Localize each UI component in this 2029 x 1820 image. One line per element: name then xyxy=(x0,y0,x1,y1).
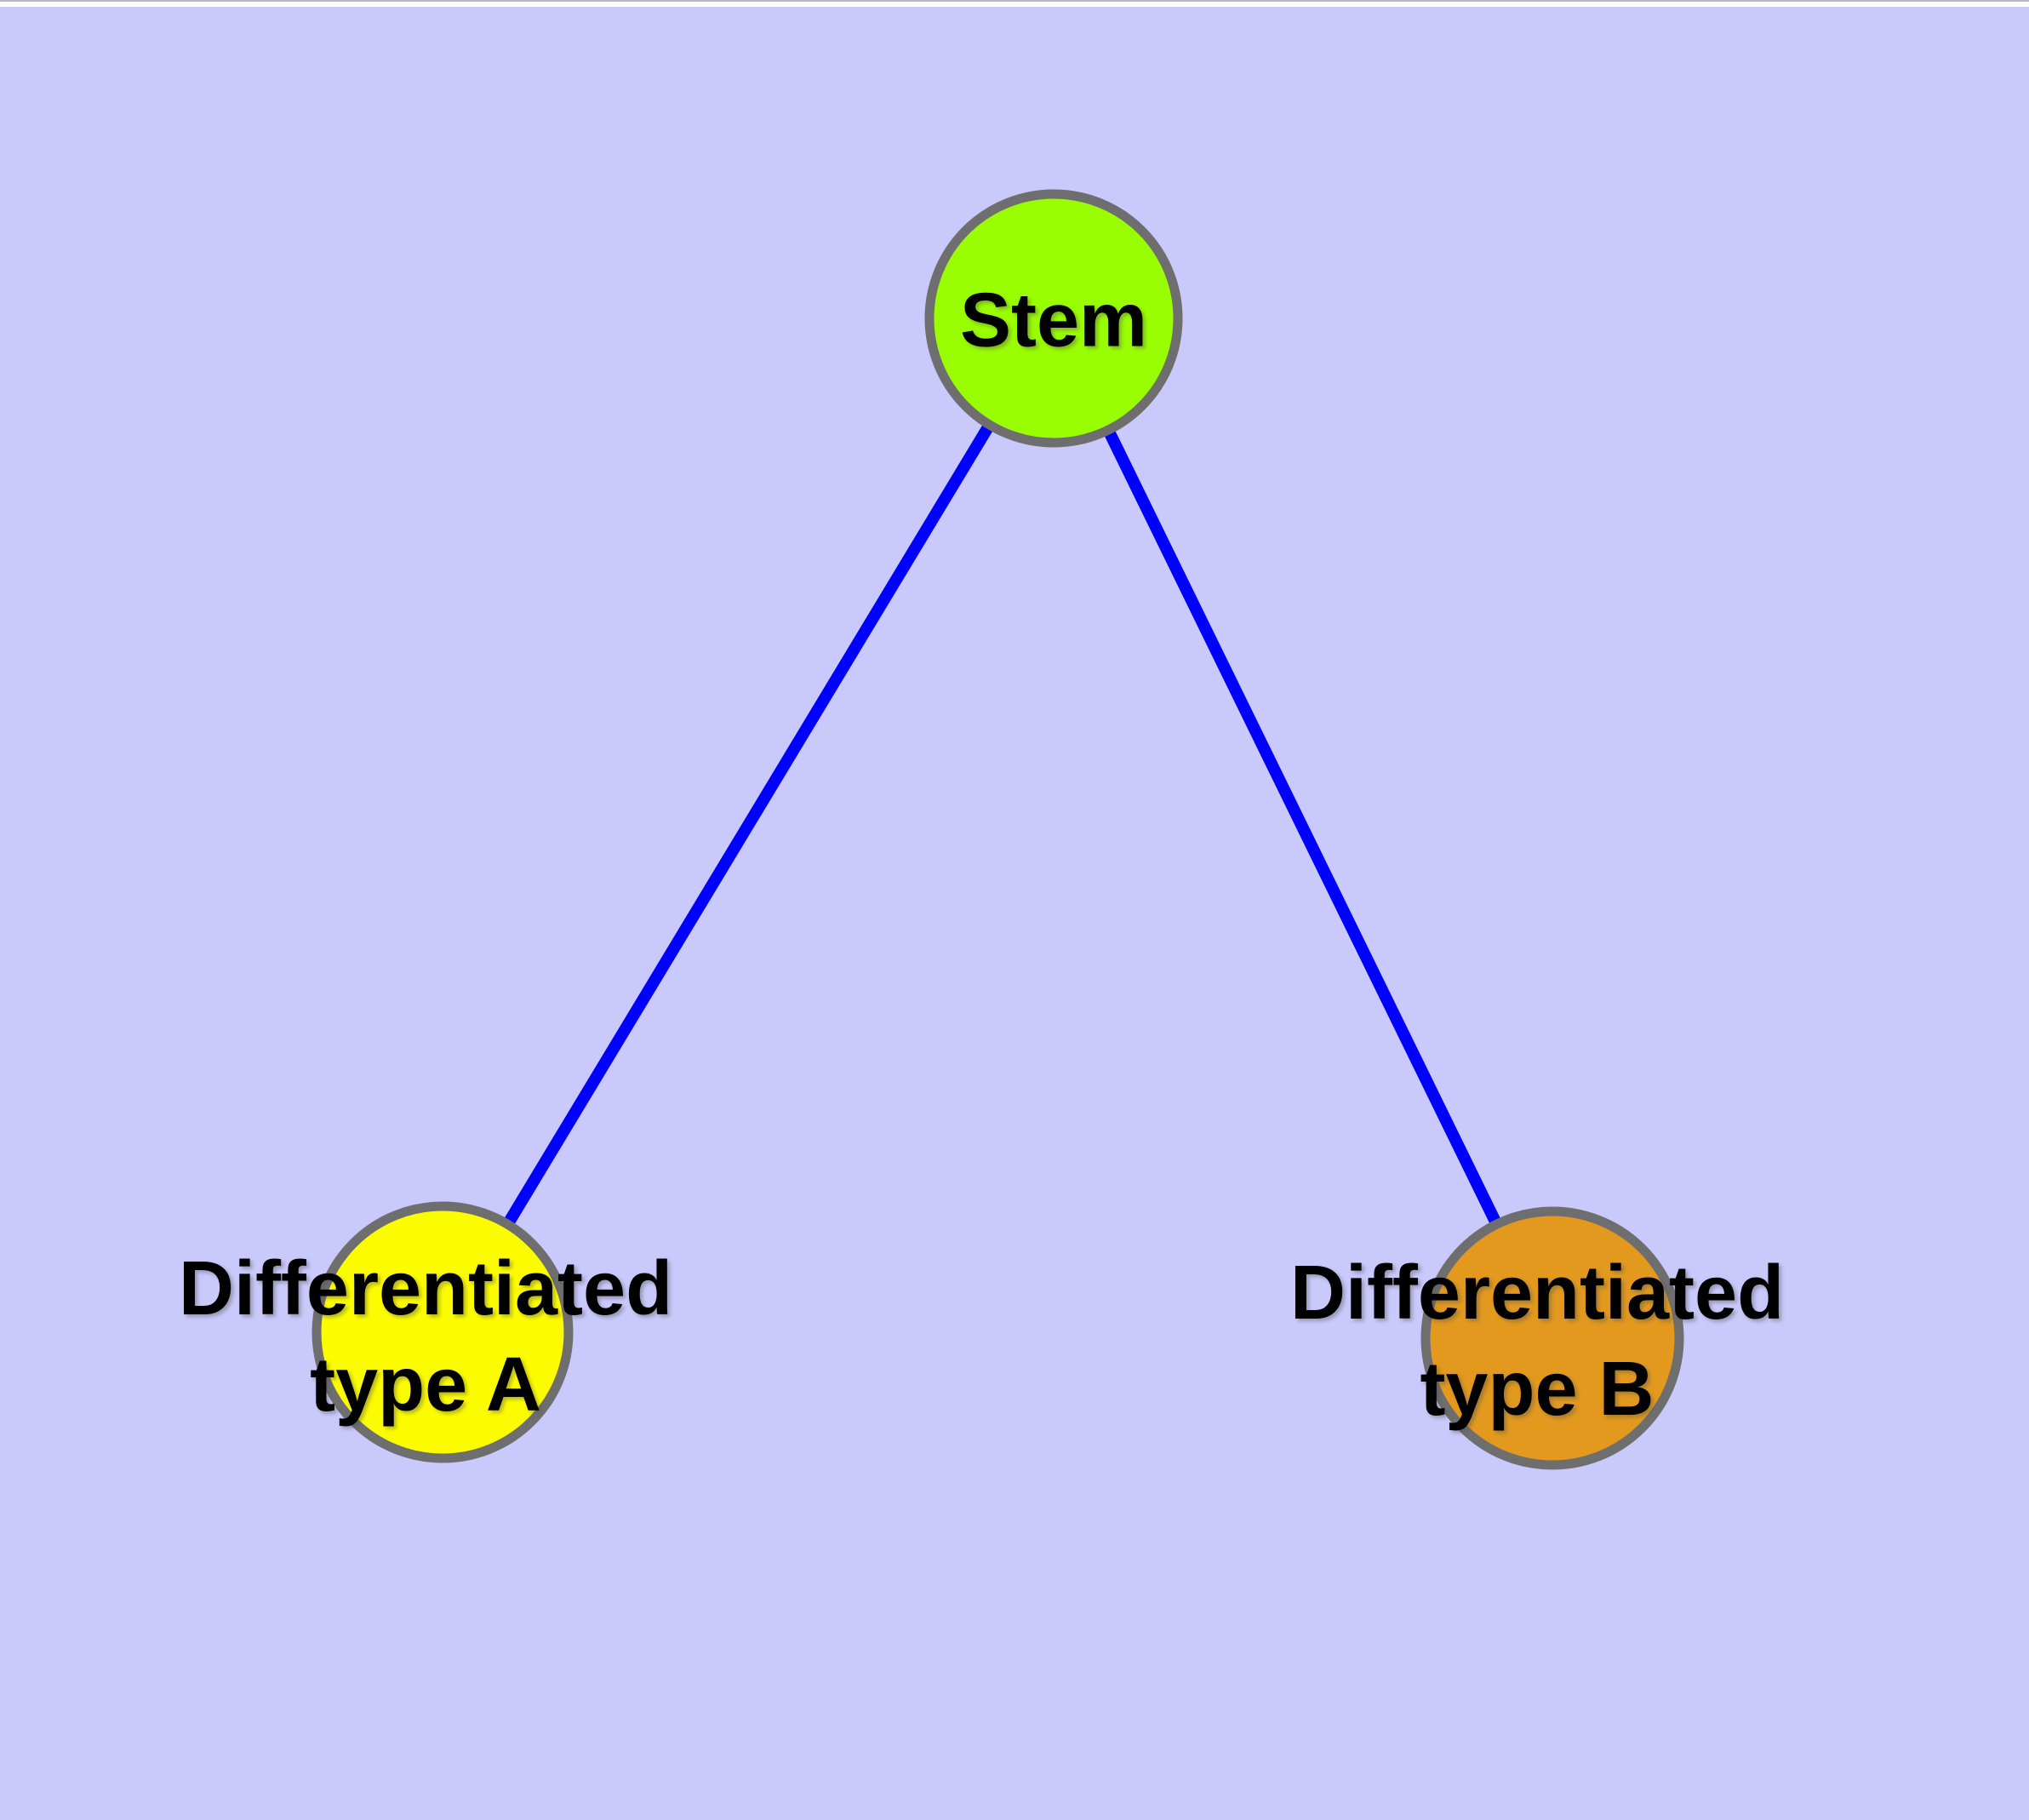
node-type-b-label-line-1: Differentiated xyxy=(1289,1251,1785,1336)
node-type-a-circle xyxy=(311,1201,574,1463)
window-top-edge xyxy=(0,0,2029,7)
node-type-a-label-line-2: type A xyxy=(310,1342,541,1428)
node-stem-label: Stem xyxy=(959,278,1148,363)
node-type-b-label: Differentiated type B xyxy=(1290,1245,1784,1438)
node-type-b-circle xyxy=(1420,1206,1684,1470)
node-stem-circle xyxy=(924,189,1183,448)
edge-stem-to-type-b xyxy=(1048,315,1558,1342)
node-type-a-label-line-1: Differentiated xyxy=(178,1246,673,1331)
node-type-a-label: Differentiated type A xyxy=(179,1241,672,1434)
node-type-b-label-line-2: type B xyxy=(1420,1347,1655,1432)
edge-stem-to-type-a xyxy=(437,315,1059,1336)
